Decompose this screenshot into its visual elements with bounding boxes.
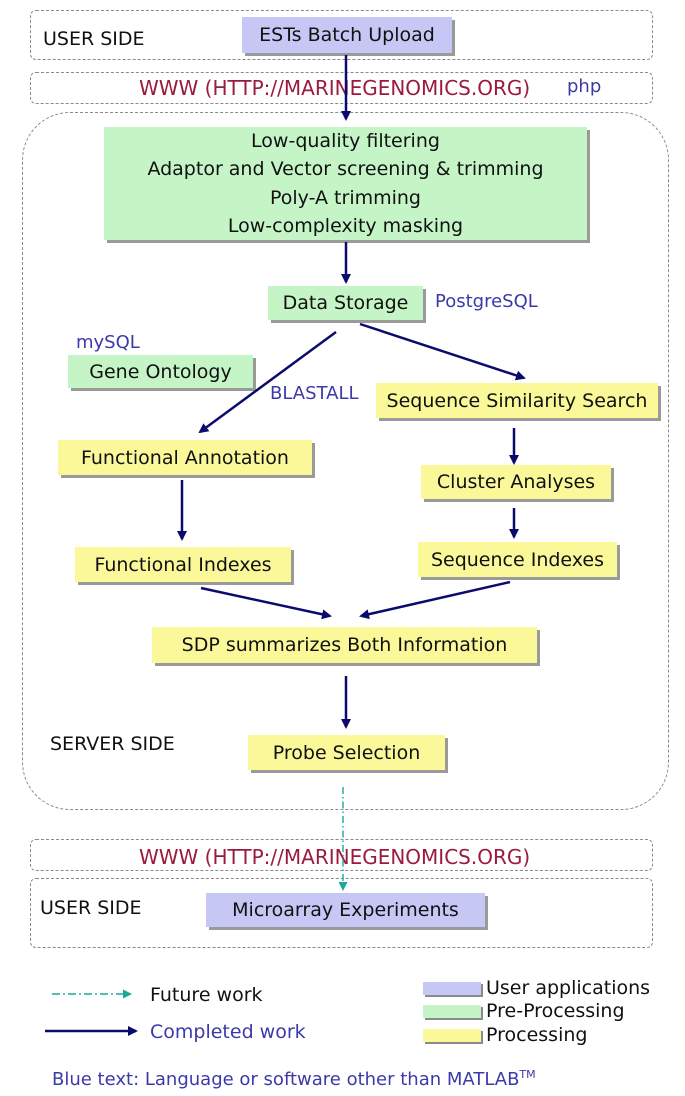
functional-annotation-box: Functional Annotation xyxy=(58,440,312,475)
probe-selection-box: Probe Selection xyxy=(248,735,445,770)
arrow-func-indexes-to-sdp xyxy=(200,586,332,620)
arrow-storage-to-similarity xyxy=(359,322,526,381)
gene-ontology-box: Gene Ontology xyxy=(68,355,253,388)
arrow-storage-to-annotation xyxy=(198,330,337,434)
arrow-seq-indexes-to-sdp xyxy=(359,580,511,620)
sequence-similarity-search-box: Sequence Similarity Search xyxy=(376,383,658,418)
legend-processing: Processing xyxy=(486,1024,588,1046)
legend-user-applications: User applications xyxy=(486,977,651,999)
legend-future-work: Future work xyxy=(150,984,263,1006)
server-side-label: SERVER SIDE xyxy=(50,733,175,755)
ests-batch-upload-box: ESTs Batch Upload xyxy=(242,17,452,53)
php-label: php xyxy=(567,76,602,97)
postgresql-label: PostgreSQL xyxy=(435,291,538,312)
legend-swatch-user-applications xyxy=(423,982,481,995)
top-www-band xyxy=(30,72,653,104)
top-user-side-band xyxy=(30,10,653,60)
preprocessing-line-1: Low-quality filtering xyxy=(251,129,440,152)
microarray-experiments-box: Microarray Experiments xyxy=(206,893,485,927)
top-www-url: WWW (HTTP://MARINEGENOMICS.ORG) xyxy=(139,76,531,100)
legend-swatch-processing xyxy=(423,1029,481,1042)
preprocessing-line-3: Poly-A trimming xyxy=(269,186,421,209)
legend-swatch-pre-processing xyxy=(423,1005,481,1018)
footnote-trademark: TM xyxy=(519,1068,536,1081)
mysql-label: mySQL xyxy=(76,332,140,353)
blastall-label: BLASTALL xyxy=(270,383,359,404)
footnote-text: Blue text: Language or software other th… xyxy=(52,1069,520,1090)
preprocessing-line-2: Adaptor and Vector screening & trimming xyxy=(147,158,544,180)
cluster-analyses-box: Cluster Analyses xyxy=(421,465,611,499)
legend-completed-work: Completed work xyxy=(150,1021,306,1043)
sdp-summary-box: SDP summarizes Both Information xyxy=(152,627,537,663)
bottom-user-side-band xyxy=(30,878,653,948)
bottom-www-url: WWW (HTTP://MARINEGENOMICS.ORG) xyxy=(139,845,531,869)
top-user-side-label: USER SIDE xyxy=(43,28,145,50)
preprocessing-line-4: Low-complexity masking xyxy=(227,215,464,237)
legend-pre-processing: Pre-Processing xyxy=(486,1000,625,1022)
data-storage-box: Data Storage xyxy=(268,286,423,320)
bottom-www-band xyxy=(30,839,653,871)
sequence-indexes-box: Sequence Indexes xyxy=(418,542,617,577)
functional-indexes-box: Functional Indexes xyxy=(75,547,291,582)
preprocessing-box: Low-quality filtering Adaptor and Vector… xyxy=(104,127,587,240)
footnote: Blue text: Language or software other th… xyxy=(52,1068,536,1090)
bottom-user-side-label: USER SIDE xyxy=(40,897,142,919)
